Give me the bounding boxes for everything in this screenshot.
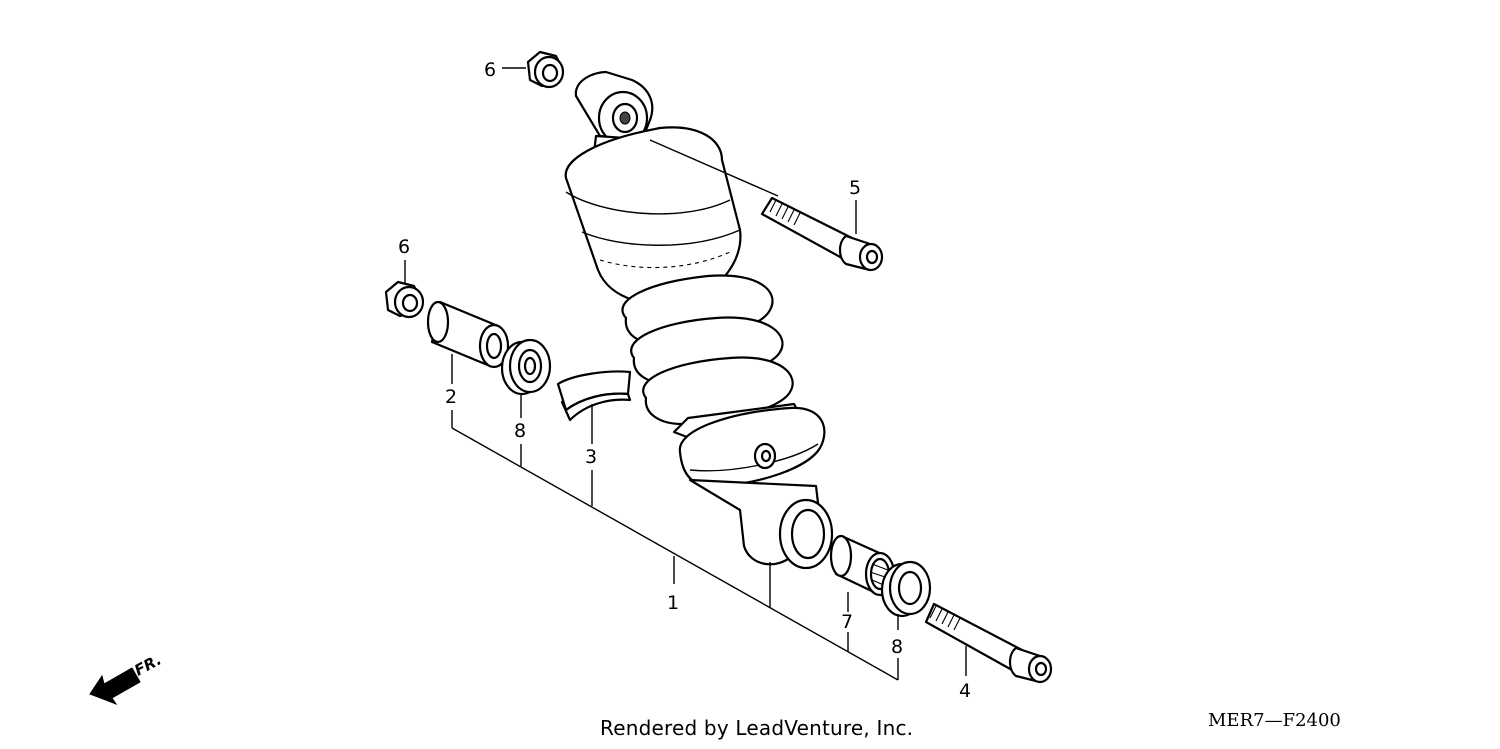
callout-6-lower: 6 (398, 236, 410, 258)
callout-5: 5 (849, 177, 861, 199)
part-1-shock-absorber[interactable] (564, 70, 834, 570)
callout-8-upper: 8 (514, 420, 526, 442)
diagram-code: MER7—F2400 (1208, 710, 1341, 731)
part-7-needle-bearing[interactable] (829, 534, 896, 597)
callout-2: 2 (445, 386, 457, 408)
part-8-upper-bearing[interactable] (500, 338, 552, 396)
callout-1: 1 (667, 592, 679, 614)
arrow-icon (89, 667, 141, 706)
axis-line-top (649, 139, 779, 197)
callout-4: 4 (959, 680, 971, 702)
part-6-lower-nut[interactable] (384, 280, 425, 319)
callout-8-lower: 8 (891, 636, 903, 658)
part-8-lower-seal[interactable] (880, 560, 932, 618)
part-4-lower-bolt[interactable] (924, 602, 1053, 684)
part-2-collar[interactable] (426, 300, 510, 369)
assembly-bracket-1 (451, 410, 899, 681)
part-5-upper-bolt[interactable] (760, 196, 884, 272)
render-credit: Rendered by LeadVenture, Inc. (600, 716, 914, 740)
callout-6-top: 6 (484, 59, 496, 81)
callout-7: 7 (841, 611, 853, 633)
front-direction-arrow: FR. (89, 651, 164, 706)
callout-3: 3 (585, 446, 597, 468)
part-3-shim[interactable] (556, 370, 632, 422)
part-6-top-nut[interactable] (526, 50, 565, 89)
